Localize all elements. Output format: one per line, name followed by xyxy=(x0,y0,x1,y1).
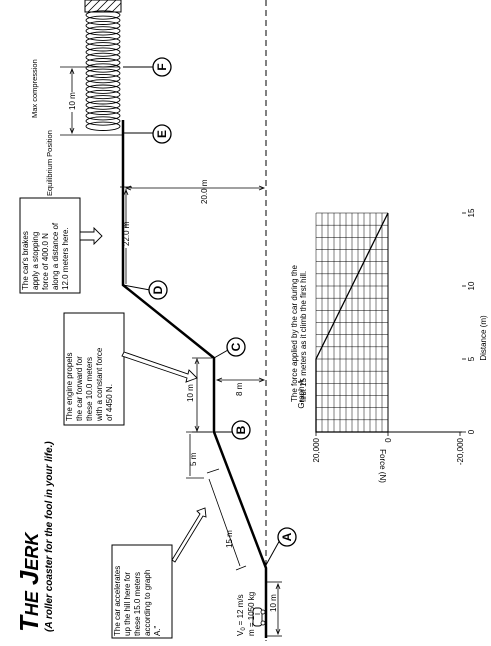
spring-coil xyxy=(86,90,120,98)
callout-engine-line-1: The engine propels xyxy=(65,353,74,422)
spring-coil xyxy=(86,48,120,56)
spring-coil xyxy=(86,80,120,88)
svg-text:V0= 12 m/s: V0= 12 m/s xyxy=(236,594,247,636)
graph-y-tick-label: -20,000 xyxy=(456,437,465,465)
dim-start-height: 10 m xyxy=(269,594,278,612)
graph-x-tick-label: 15 xyxy=(467,208,476,217)
dim-top-height: 20.0 m xyxy=(200,179,209,204)
spring-coil xyxy=(86,112,120,120)
point-b-marker: B xyxy=(214,421,250,439)
spring-coil xyxy=(86,16,120,24)
spring-coil xyxy=(86,32,120,40)
callout-accelerate-line-5: A." xyxy=(153,625,162,636)
graph-x-axis-label: Distance (m) xyxy=(479,315,488,361)
graph-x-tick-label: 10 xyxy=(467,281,476,290)
callout-accelerate-line-3: these 15.0 meters xyxy=(133,572,142,636)
point-e-marker: E xyxy=(123,125,171,143)
point-f-marker: F xyxy=(123,58,171,76)
graph-subtitle-line-1: The force applied by the car during the xyxy=(290,264,299,402)
point-c-label: C xyxy=(229,342,243,351)
dim-c-height: 8 m xyxy=(235,382,244,396)
graph-a: Graph A The force applied by the car dur… xyxy=(290,208,488,483)
dim-spring-compression: 10 m xyxy=(68,92,77,110)
spring-coil xyxy=(86,27,120,35)
callout-engine-line-4: with a constant force xyxy=(95,347,104,422)
spring-wall xyxy=(85,0,121,12)
graph-x-tick-label: 5 xyxy=(467,356,476,361)
spring-coil xyxy=(86,43,120,51)
spring-coil xyxy=(86,64,120,72)
svg-text:THEJERK: THEJERK xyxy=(14,531,44,632)
callout-engine-line-5: of 4450 N. xyxy=(105,384,114,421)
callout-brakes-line-1: The car's brakes xyxy=(21,231,30,290)
dim-rise: 5 m xyxy=(189,452,198,466)
callout-engine-line-2: the car forward for xyxy=(75,356,84,421)
label-equilibrium: Equilibrium Position xyxy=(45,130,54,196)
spring-coil xyxy=(86,37,120,45)
callout-accelerate-line-2: up the hill here for xyxy=(123,572,132,636)
dim-slope-length: 15 m xyxy=(225,530,234,548)
spring-coil xyxy=(86,21,120,29)
graph-x-tick-label: 0 xyxy=(467,429,476,434)
point-a-marker: A xyxy=(266,528,296,565)
spring-coil xyxy=(86,122,120,130)
point-f-label: F xyxy=(155,63,169,70)
dim-flat-length: 10 m xyxy=(186,384,195,402)
point-c-marker: C xyxy=(214,338,245,358)
callout-engine-line-3: these 10.0 meters xyxy=(85,357,94,421)
title-erk: ERK xyxy=(22,531,42,571)
initial-velocity: V0= 12 m/s xyxy=(236,594,247,636)
callout-brakes-line-4: along a distance of xyxy=(51,222,60,290)
graph-subtitle-line-2: first 15 meters as it climb the first hi… xyxy=(299,271,308,402)
point-d-label: D xyxy=(151,285,165,294)
callout-accelerate-line-4: according to graph xyxy=(143,570,152,636)
spring-coil xyxy=(86,101,120,109)
spring-coil xyxy=(86,85,120,93)
title-subtitle: (A roller coaster for the fool in your l… xyxy=(44,441,55,632)
callout-brakes-line-3: force of 400.0 N xyxy=(41,233,50,290)
mass-label: m = 1050 kg xyxy=(247,592,256,636)
point-markers: A B C D E F xyxy=(123,58,296,565)
spring-coil xyxy=(86,53,120,61)
dim-downslope: 22.0 m xyxy=(122,221,131,246)
graph-y-axis-label: Force (N) xyxy=(378,449,387,483)
spring xyxy=(86,11,120,131)
spring-coil xyxy=(86,106,120,114)
v0-value: = 12 m/s xyxy=(236,594,245,625)
spring-coil xyxy=(86,117,120,125)
title-he: HE xyxy=(22,590,42,616)
spring-coil xyxy=(86,59,120,67)
label-max-compression: Max compression xyxy=(30,59,39,118)
spring-coil xyxy=(86,74,120,82)
point-b-label: B xyxy=(234,425,248,434)
title-cap-j: J xyxy=(14,570,44,585)
point-e-label: E xyxy=(155,130,169,138)
callout-accelerate-line-1: The car accelerates xyxy=(113,566,122,636)
callout-brakes-line-2: apply a stopping xyxy=(31,232,40,290)
point-a-label: A xyxy=(280,532,294,541)
callout-brakes-line-5: 12.0 meters here. xyxy=(61,227,70,290)
title-block: THEJERK (A roller coaster for the fool i… xyxy=(14,441,55,632)
graph-y-tick-label: 20,000 xyxy=(312,437,321,462)
graph-y-tick-label: 0 xyxy=(384,437,393,442)
spring-coil xyxy=(86,96,120,104)
spring-coil xyxy=(86,69,120,77)
